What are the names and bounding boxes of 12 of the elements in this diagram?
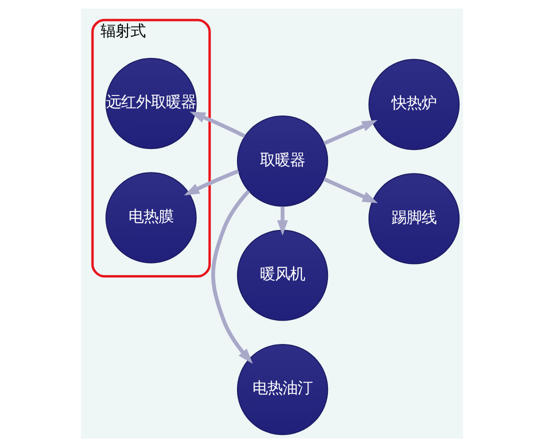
arrow — [184, 169, 240, 196]
node-circle: 快热炉 — [368, 58, 460, 150]
node-circle: 远红外取暖器 — [105, 58, 197, 150]
node-circle: 电热膜 — [105, 172, 197, 264]
arrow — [211, 190, 253, 364]
node-circle: 暖风机 — [236, 230, 328, 321]
arrow — [277, 206, 288, 236]
arrow — [323, 177, 378, 204]
arrow — [323, 120, 378, 146]
arrow — [190, 112, 246, 138]
node-circle: 踢脚线 — [368, 173, 460, 264]
node-circle: 取暖器 — [236, 116, 328, 207]
